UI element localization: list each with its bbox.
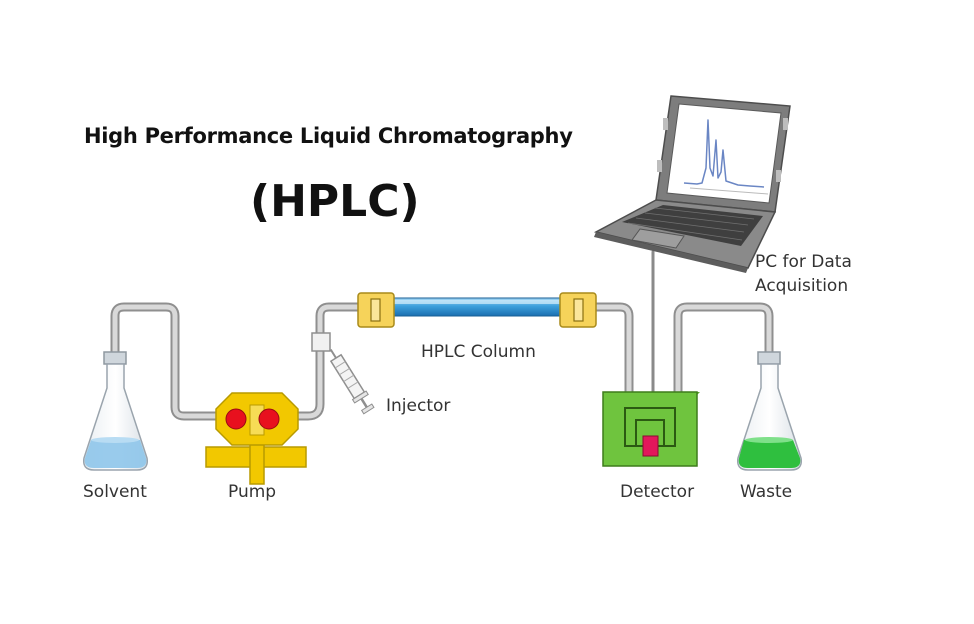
pump-label: Pump — [228, 482, 277, 502]
tube-solvent-to-pump — [112, 304, 228, 419]
detector-label: Detector — [620, 482, 695, 502]
tubing — [110, 250, 774, 421]
hplc-column-label: HPLC Column — [421, 342, 536, 362]
injector-icon — [311, 332, 375, 415]
pump-head-right-icon — [258, 408, 280, 430]
chromatogram-graph — [683, 119, 769, 195]
pc-label-line1: PC for Data — [755, 252, 852, 272]
solvent-label: Solvent — [83, 482, 147, 502]
waste-label: Waste — [740, 482, 793, 502]
diagram-subtitle: (HPLC) — [250, 176, 420, 227]
tube-column-to-detector — [589, 304, 632, 395]
pc-label-line2: Acquisition — [755, 276, 849, 296]
detector-cell-icon — [642, 435, 659, 457]
pump-head-left-icon — [225, 408, 247, 430]
tube-injector-to-column — [317, 304, 365, 343]
waste-flask-icon — [736, 351, 803, 471]
diagram-title: High Performance Liquid Chromatography — [84, 124, 573, 148]
injector-label: Injector — [386, 396, 451, 416]
hplc-column-icon — [357, 292, 597, 328]
pc-label: PC for Data Acquisition — [755, 250, 852, 298]
solvent-flask-icon — [82, 351, 149, 471]
pump-icon — [205, 392, 307, 485]
laptop-icon — [593, 95, 791, 273]
tube-detector-to-waste — [675, 304, 772, 395]
tube-pump-to-injector — [292, 342, 323, 419]
detector-icon — [602, 391, 700, 467]
